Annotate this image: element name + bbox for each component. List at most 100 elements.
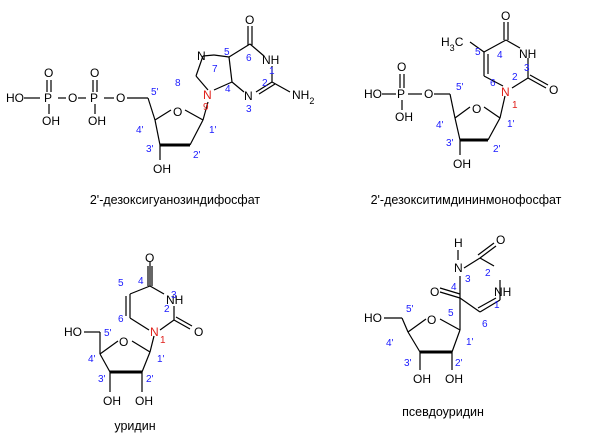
label-nitrogen: N xyxy=(454,261,463,275)
position-number: 4 xyxy=(225,84,231,95)
position-number: 5' xyxy=(456,82,464,93)
position-number: 1 xyxy=(512,100,518,111)
compound-caption: 2'-дезоксигуанозиндифосфат xyxy=(90,193,261,207)
compound-caption: псевдоуридин xyxy=(402,405,484,419)
label-ho: HO xyxy=(6,91,24,105)
position-number: 4 xyxy=(497,50,503,61)
label-oh: OH xyxy=(135,394,153,408)
position-number: 5 xyxy=(448,308,454,319)
position-number: 1 xyxy=(160,335,166,346)
position-number: 1' xyxy=(209,125,217,136)
position-number: 5' xyxy=(151,87,159,98)
label-nitrogen-glycosidic: N xyxy=(203,88,212,102)
structure-dgdp: HO P O OH O P O OH O N N N NH O NH2 O OH… xyxy=(6,13,314,207)
position-number: 3 xyxy=(171,290,177,301)
label-oh: OH xyxy=(103,394,121,408)
position-number: 1' xyxy=(466,337,474,348)
compound-caption: уридин xyxy=(114,419,155,433)
structure-uridine: O NH O N HO O OH OH 4 5 3 6 2 1 5' 4' 3'… xyxy=(64,251,203,433)
position-number: 2 xyxy=(164,304,170,315)
label-hydrogen: H xyxy=(454,236,463,250)
label-oxygen: O xyxy=(501,9,510,23)
label-ho: HO xyxy=(364,87,382,101)
position-number: 3' xyxy=(98,374,106,385)
position-number: 6 xyxy=(118,314,124,325)
label-oxygen: O xyxy=(90,66,99,80)
label-oxygen: O xyxy=(116,91,125,105)
label-ho: HO xyxy=(364,311,382,325)
label-nh2: NH2 xyxy=(292,88,314,106)
position-number: 3 xyxy=(246,104,252,115)
compound-caption: 2'-дезокситимдининмонофосфат xyxy=(371,193,562,207)
position-number: 1' xyxy=(157,354,165,365)
position-number: 3' xyxy=(404,358,412,369)
position-number: 6 xyxy=(482,319,488,330)
position-number: 3' xyxy=(446,138,454,149)
position-number: 3 xyxy=(465,274,471,285)
label-nh: NH xyxy=(519,47,536,61)
position-number: 1 xyxy=(269,66,275,77)
label-ring-oxygen: O xyxy=(427,313,436,327)
position-number: 5' xyxy=(104,328,112,339)
position-number: 6 xyxy=(490,78,496,89)
position-number: 4' xyxy=(436,120,444,131)
position-number: 5 xyxy=(118,278,124,289)
position-number: 4 xyxy=(138,276,144,287)
position-number: 2' xyxy=(455,358,463,369)
label-oh: OH xyxy=(395,110,413,124)
position-number: 5 xyxy=(475,47,481,58)
position-number: 8 xyxy=(175,78,181,89)
label-oxygen: O xyxy=(397,60,406,74)
label-ho: HO xyxy=(64,325,82,339)
label-oh: OH xyxy=(445,372,463,386)
position-number: 2' xyxy=(146,374,154,385)
label-oh: OH xyxy=(42,114,60,128)
label-phosphorus: P xyxy=(397,87,405,101)
label-nitrogen-glycosidic: N xyxy=(150,325,159,339)
position-number: 6 xyxy=(246,53,252,64)
label-oh: OH xyxy=(413,372,431,386)
label-oxygen: O xyxy=(430,285,439,299)
label-oh: OH xyxy=(153,162,171,176)
position-number: 1 xyxy=(494,300,500,311)
label-oxygen: O xyxy=(68,91,77,105)
position-number: 2 xyxy=(485,268,491,279)
label-nitrogen: N xyxy=(244,89,253,103)
label-oxygen: O xyxy=(549,83,558,97)
label-oxygen: O xyxy=(245,13,254,27)
label-oxygen: O xyxy=(194,325,203,339)
label-methyl: H3C xyxy=(441,35,464,53)
label-oxygen: O xyxy=(424,87,433,101)
position-number: 4' xyxy=(88,354,96,365)
label-oxygen: O xyxy=(44,66,53,80)
label-ring-oxygen: O xyxy=(472,102,481,116)
label-phosphorus: P xyxy=(90,91,98,105)
position-number: 9 xyxy=(203,102,209,113)
position-number: 3' xyxy=(146,144,154,155)
label-oh: OH xyxy=(453,157,471,171)
position-number: 4 xyxy=(451,282,457,293)
label-oxygen: O xyxy=(145,251,154,265)
label-nitrogen: N xyxy=(197,49,206,63)
structure-pseudouridine: H N O O NH HO O OH OH 2 3 4 1 5 6 5' 4' … xyxy=(364,233,511,419)
label-nh: NH xyxy=(166,293,183,307)
position-number: 2 xyxy=(262,78,268,89)
label-ring-oxygen: O xyxy=(119,335,128,349)
label-phosphorus: P xyxy=(44,91,52,105)
position-number: 2' xyxy=(193,150,201,161)
label-oh: OH xyxy=(88,114,106,128)
position-number: 3 xyxy=(524,63,530,74)
label-nh: NH xyxy=(494,285,511,299)
position-number: 5 xyxy=(224,47,230,58)
position-number: 2' xyxy=(493,144,501,155)
position-number: 2 xyxy=(512,72,518,83)
structure-dtmp: H3C O NH O N HO P O OH O O OH 5 4 3 6 2 … xyxy=(364,9,562,207)
position-number: 4' xyxy=(136,125,144,136)
label-nh: NH xyxy=(262,53,279,67)
label-nitrogen-glycosidic: N xyxy=(501,85,510,99)
label-oxygen: O xyxy=(496,233,505,247)
label-ring-oxygen: O xyxy=(173,105,182,119)
position-number: 4' xyxy=(386,338,394,349)
position-number: 7 xyxy=(212,64,218,75)
